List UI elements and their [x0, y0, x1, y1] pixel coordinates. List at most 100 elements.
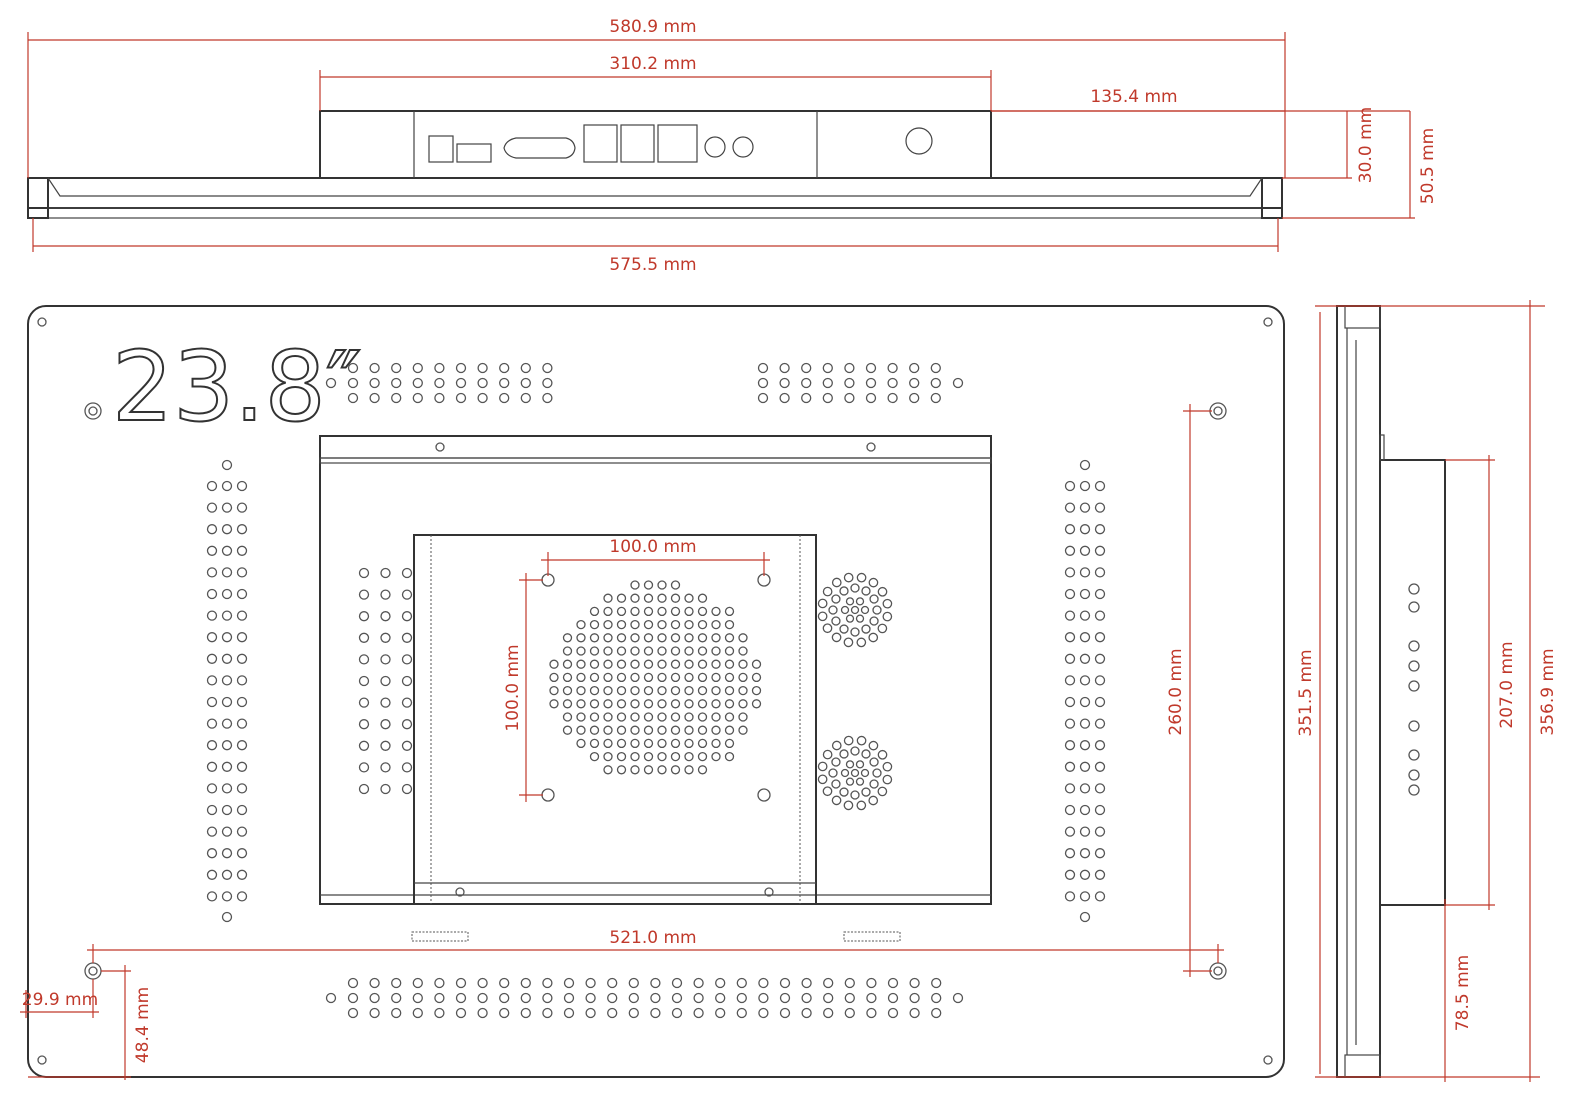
vent-hole [887, 977, 899, 989]
vent-hole [684, 606, 694, 617]
vent-hole [630, 606, 640, 617]
vent-hole [882, 774, 893, 785]
vent-hole [455, 392, 467, 404]
vent-hole [630, 699, 640, 709]
side-view: 351.5 mm 207.0 mm 356.9 mm 78.5 mm [1296, 300, 1558, 1082]
vent-hole [844, 1007, 855, 1019]
vent-hole [711, 699, 721, 709]
side-vent-hole [1408, 784, 1420, 796]
vent-hole [801, 977, 812, 989]
vent-hole [206, 718, 218, 729]
vent-hole [477, 377, 488, 389]
vent-hole [724, 659, 735, 669]
vent-hole [822, 749, 833, 760]
top-view-frame [27, 177, 1283, 209]
vent-hole [724, 646, 735, 656]
mount-hole-top-right [1209, 402, 1227, 420]
vent-hole [670, 712, 681, 722]
vent-hole [616, 619, 627, 630]
vent-hole [839, 624, 849, 634]
vent-hole [657, 672, 667, 683]
vent-hole [909, 1007, 920, 1019]
vent-hole [817, 774, 828, 785]
vent-hole [724, 606, 735, 617]
vent-hole [607, 992, 618, 1004]
vent-hole [221, 502, 233, 513]
vent-hole [616, 699, 627, 709]
vent-hole [412, 377, 423, 389]
vent-hole [931, 992, 942, 1004]
vent-hole [872, 768, 882, 778]
vent-hole [1064, 826, 1076, 837]
side-vent-hole [1408, 749, 1420, 761]
vent-hole [670, 738, 681, 749]
vent-hole [861, 624, 871, 634]
vent-hole [643, 633, 654, 643]
vent-hole [697, 685, 708, 696]
vent-hole [1079, 804, 1091, 816]
vent-hole [616, 725, 627, 735]
side-bottom-cap [1344, 1054, 1381, 1078]
vent-hole [1094, 653, 1106, 664]
vent-hole [861, 586, 871, 596]
corner-screw [37, 317, 47, 327]
vent-hole [236, 502, 248, 513]
vent-hole [412, 1007, 423, 1019]
vent-hole [221, 911, 233, 923]
vent-hole [850, 627, 860, 637]
vent-hole [845, 760, 855, 769]
vent-hole [738, 712, 748, 722]
vent-hole [1079, 911, 1091, 923]
vent-hole [643, 580, 654, 590]
vesa-plate [413, 534, 817, 905]
vent-hole [1079, 740, 1091, 751]
dim-bottom-offset: 78.5 mm [1453, 955, 1473, 1031]
vent-hole [758, 992, 769, 1004]
vent-hole [822, 392, 833, 404]
vent-hole [206, 891, 218, 902]
vent-hole [657, 725, 667, 735]
vent-hole [369, 1007, 380, 1019]
vent-hole [866, 1007, 877, 1019]
back-panel [27, 305, 1285, 1078]
vent-hole [1064, 588, 1076, 600]
dim-vesa-vertical: 100.0 mm [503, 644, 523, 731]
vent-hole [657, 619, 667, 630]
vent-hole [1079, 848, 1091, 859]
vent-hole [630, 725, 640, 735]
vent-hole [236, 696, 248, 708]
vent-hole [869, 779, 879, 789]
vent-hole [542, 392, 553, 404]
side-vent-hole [1408, 720, 1420, 732]
vent-hole [697, 738, 708, 749]
vent-hole [630, 619, 640, 630]
vent-hole [412, 392, 423, 404]
vent-hole [736, 1007, 747, 1019]
vent-hole [206, 869, 218, 880]
vent-hole [221, 524, 233, 535]
vent-hole [603, 699, 613, 709]
vent-hole [236, 761, 248, 772]
vent-hole [1064, 502, 1076, 513]
vent-hole [358, 740, 370, 751]
vent-hole [603, 738, 613, 749]
vent-hole [236, 848, 248, 859]
vent-hole [347, 392, 359, 404]
vent-hole [643, 593, 654, 603]
vent-hole [822, 362, 833, 374]
vent-hole [576, 633, 586, 643]
vent-hole [549, 659, 559, 669]
vent-hole [434, 992, 445, 1004]
vent-hole [657, 593, 667, 603]
audio-jack-1 [704, 136, 726, 158]
vent-hole [520, 392, 531, 404]
vent-hole [643, 712, 654, 722]
side-vent-hole [1408, 769, 1420, 781]
vent-hole [865, 377, 877, 389]
size-label: 23.8″ [112, 331, 362, 443]
vent-hole [542, 992, 553, 1004]
plate-screw [764, 887, 774, 897]
vent-hole [358, 783, 370, 795]
vent-hole [563, 1007, 575, 1019]
vent-hole [801, 1007, 812, 1019]
